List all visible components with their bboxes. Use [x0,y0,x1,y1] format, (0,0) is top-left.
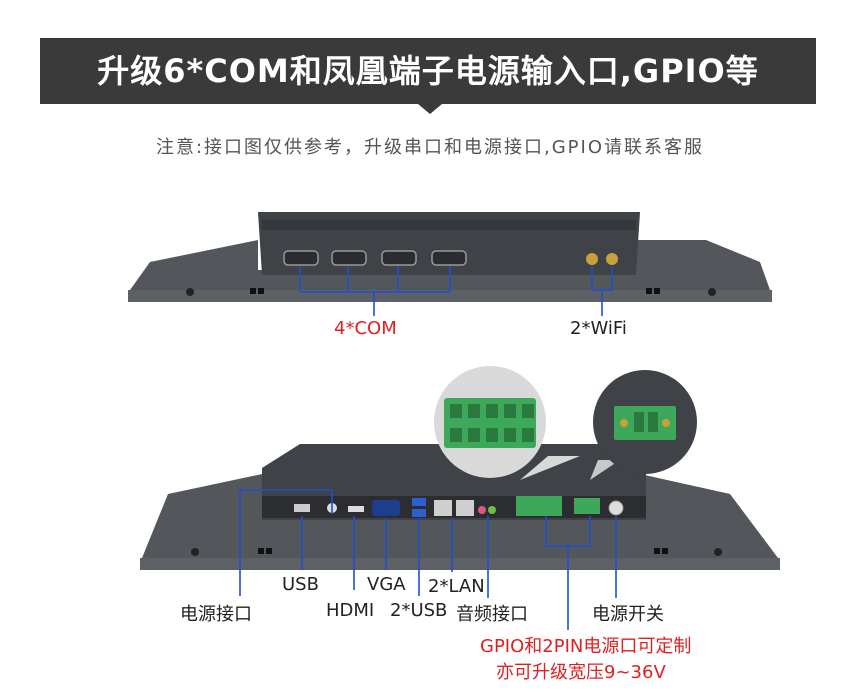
banner-pointer [418,104,442,114]
usb-label: USB [282,574,319,595]
wifi-antenna-connectors [586,253,618,265]
hdmi-label: HDMI [326,600,375,621]
power-switch-label: 电源开关 [592,604,664,625]
db9-com-ports [283,250,467,266]
bottom-callout-lines [239,489,617,630]
com-callout-lines [299,266,451,316]
audio-label: 音频接口 [456,604,528,625]
wide-voltage-label: 亦可升级宽压9~36V [496,662,666,683]
lan-label: 2*LAN [428,576,485,597]
reference-note: 注意:接口图仅供参考，升级串口和电源接口,GPIO请联系客服 [155,137,705,158]
page-title-banner: 升级6*COM和凤凰端子电源输入口,GPIO等 [40,38,816,104]
wifi-callout-lines [591,266,613,316]
power-port-label: 电源接口 [180,604,252,625]
2pin-power-terminal-zoom [590,370,697,480]
vga-label: VGA [367,574,406,595]
com-ports-label: 4*COM [334,318,397,339]
usb2-label: 2*USB [390,600,448,621]
gpio-custom-label: GPIO和2PIN电源口可定制 [480,636,692,657]
wifi-label: 2*WiFi [570,318,627,339]
bottom-device [140,444,780,570]
top-device [128,212,772,302]
gpio-terminal-zoom [434,366,580,480]
page-title: 升级6*COM和凤凰端子电源输入口,GPIO等 [97,52,759,90]
